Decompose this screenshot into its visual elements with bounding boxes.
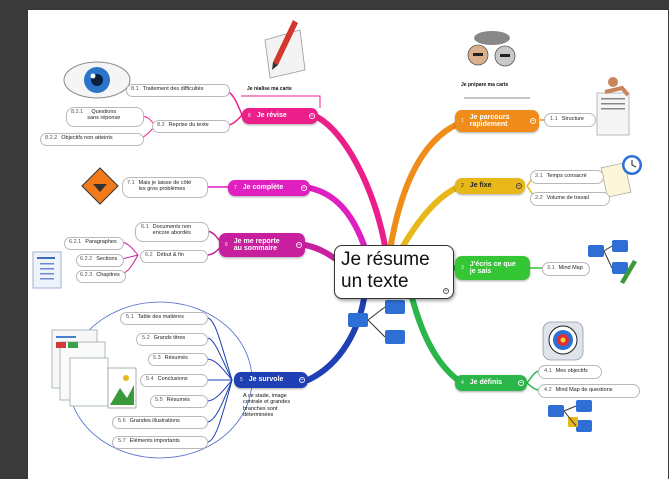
node-5-1[interactable] xyxy=(120,312,208,325)
node-5-7[interactable] xyxy=(112,436,208,449)
branch-number: 5 xyxy=(240,377,243,383)
branch-number: 3 xyxy=(461,265,464,271)
branch-je-revise[interactable]: 8 Je révise − xyxy=(242,108,318,124)
branch-number: 1 xyxy=(461,118,464,124)
node-8-2-1[interactable] xyxy=(66,107,144,127)
node-2-2[interactable] xyxy=(530,192,610,206)
node-7-1[interactable] xyxy=(122,177,208,198)
branch-label-line2: au sommaire xyxy=(233,245,277,252)
collapse-icon[interactable]: − xyxy=(296,242,302,248)
branch-number: 6 xyxy=(225,242,228,248)
expand-icon[interactable]: + xyxy=(443,288,449,294)
branch-label-line2: rapidement xyxy=(469,121,508,128)
node-5-6[interactable] xyxy=(112,416,208,429)
branch-label: Je survole xyxy=(248,376,284,384)
node-5-4[interactable] xyxy=(140,374,208,387)
node-3-1[interactable] xyxy=(542,262,590,276)
central-title: Je résume un texte xyxy=(341,249,430,293)
branch-number: 4 xyxy=(461,380,464,386)
collapse-icon[interactable]: − xyxy=(516,183,522,189)
branch-label-line1: Je parcours xyxy=(469,113,510,121)
node-8-2[interactable] xyxy=(152,120,230,133)
survole-note: A ce stade, image centrale et grandes br… xyxy=(243,393,291,418)
caption-je-prepare: Je prépare ma carte xyxy=(461,82,509,88)
branch-label: Je complète xyxy=(242,184,284,192)
node-5-3[interactable] xyxy=(148,353,208,366)
collapse-icon[interactable]: − xyxy=(301,185,307,191)
branch-number: 2 xyxy=(461,183,464,189)
node-6-2-1[interactable] xyxy=(64,237,124,250)
node-6-2-3[interactable] xyxy=(76,270,126,283)
node-2-1[interactable] xyxy=(530,170,604,184)
collapse-icon[interactable]: − xyxy=(299,377,305,383)
node-6-2[interactable] xyxy=(140,250,208,263)
branch-je-complete[interactable]: 7 Je complète − xyxy=(228,180,310,196)
branch-je-survole[interactable]: 5 Je survole − xyxy=(234,372,308,388)
branch-label: Je fixe xyxy=(469,182,492,190)
central-topic[interactable]: Je résume un texte + xyxy=(334,245,454,299)
collapse-icon[interactable]: − xyxy=(530,118,536,124)
branch-label: Je révise xyxy=(256,112,287,120)
node-6-1[interactable] xyxy=(135,222,209,242)
collapse-icon[interactable]: − xyxy=(309,113,315,119)
node-5-5[interactable] xyxy=(150,395,208,408)
node-1-1[interactable] xyxy=(544,113,596,127)
node-5-2[interactable] xyxy=(136,333,208,346)
node-8-1[interactable] xyxy=(126,84,230,97)
node-4-2[interactable] xyxy=(538,384,640,398)
branch-label-line1: Je me reporte xyxy=(233,237,280,245)
caption-je-realise: Je réalise ma carte xyxy=(247,86,292,92)
branch-label-line1: J'écris ce que xyxy=(469,260,516,268)
branch-number: 7 xyxy=(234,185,237,191)
central-title-line2: un texte xyxy=(341,271,409,292)
node-8-2-2[interactable] xyxy=(40,133,144,146)
branch-je-definis[interactable]: 4 Je définis − xyxy=(455,375,527,391)
collapse-icon[interactable]: − xyxy=(518,380,524,386)
node-4-1[interactable] xyxy=(538,365,602,379)
branch-label: Je définis xyxy=(469,379,503,387)
branch-label-line2: je sais xyxy=(469,268,492,275)
branch-je-fixe[interactable]: 2 Je fixe − xyxy=(455,178,525,194)
central-title-line1: Je résume xyxy=(341,249,430,270)
branch-number: 8 xyxy=(248,113,251,119)
node-6-2-2[interactable] xyxy=(76,254,124,267)
